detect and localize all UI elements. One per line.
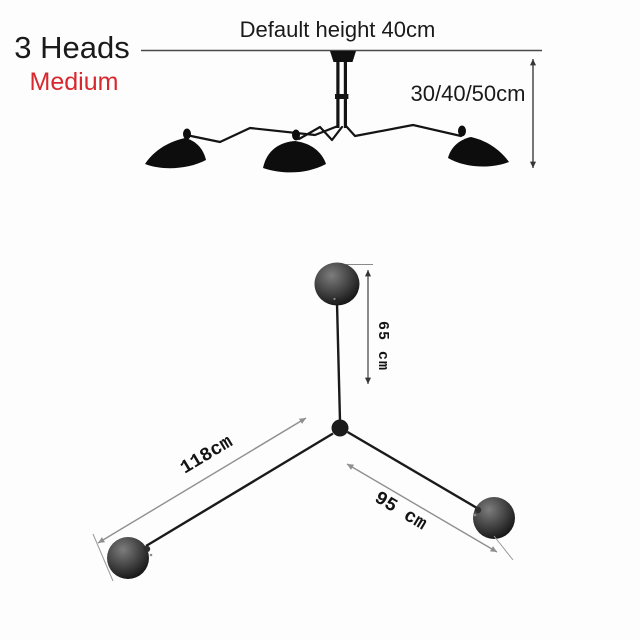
- heads-count-label: 3 Heads: [14, 30, 130, 65]
- lamp-head-lower-right: [473, 497, 515, 539]
- lamp-shade-left-knob: [183, 128, 191, 140]
- extension-tick-right: [493, 535, 514, 561]
- top-view-arm-up: [335, 302, 342, 422]
- lamp-shade-center: [263, 141, 326, 173]
- extension-tick-left: [92, 533, 114, 582]
- arm-length-65-label: 65 cm: [374, 320, 391, 371]
- lamp-shade-center-knob: [292, 129, 300, 141]
- lamp-head-lower-left: [107, 537, 153, 579]
- size-variant-label: Medium: [29, 68, 119, 96]
- lamp-arm-center: [297, 125, 344, 142]
- lamp-shade-left: [145, 138, 206, 169]
- lamp-shade-right-knob: [458, 125, 466, 137]
- lamp-arm-left: [189, 124, 340, 144]
- ceiling-canopy: [330, 51, 356, 62]
- lamp-top-view: [92, 262, 515, 582]
- height-options-label: 30/40/50cm: [410, 81, 526, 106]
- default-height-label: Default height 40cm: [239, 17, 436, 42]
- lamp-arm-right: [344, 123, 463, 138]
- top-view-arm-lower-left: [145, 432, 334, 548]
- lamp-side-view: [141, 49, 542, 173]
- lamp-head-top: [314, 262, 360, 306]
- dimension-arrow-118: [97, 417, 307, 544]
- dimension-arrow-95: [346, 463, 498, 553]
- center-hub: [331, 419, 349, 437]
- lamp-rod: [335, 62, 349, 128]
- lamp-shade-right: [448, 137, 509, 167]
